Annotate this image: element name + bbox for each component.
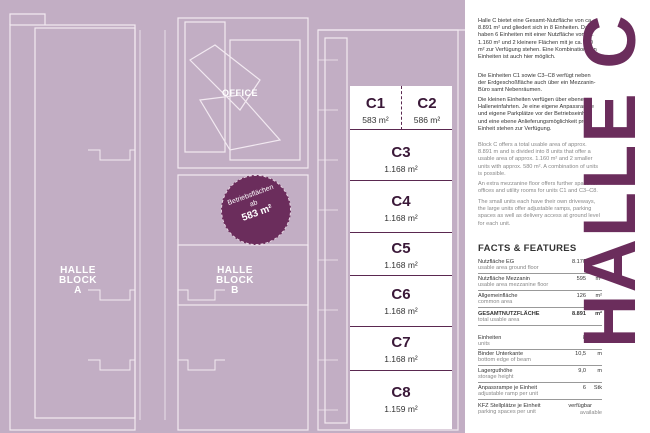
mezzanine-paragraph-en: An extra mezzanine floor offers further … <box>478 181 598 195</box>
access-paragraph-de: Die kleinen Einheiten verfügen über eben… <box>478 97 594 132</box>
fact-row: Binder Unterkante bottom edge of beam 10… <box>478 351 602 366</box>
fact-row: Anpassrampe je Einheit adjustable ramp p… <box>478 385 602 400</box>
unit-c8-area: 1.159 m² <box>384 404 418 414</box>
fact-value: 126 <box>576 293 586 299</box>
unit-c6-name: C6 <box>391 286 411 303</box>
unit-c7-area: 1.168 m² <box>384 354 418 364</box>
block-b-line1: HALLE <box>217 265 253 276</box>
fact-unit: available <box>579 410 602 416</box>
fact-label-en: total usable area <box>478 317 520 323</box>
fact-unit: Stk <box>593 385 602 391</box>
fact-row: Nutzfläche Mezzanin usable area mezzanin… <box>478 276 602 291</box>
unit-c5-area: 1.168 m² <box>384 260 418 270</box>
fact-row: Einheiten units 8 Stk <box>478 335 602 350</box>
fact-value: 8.891 <box>572 311 586 317</box>
unit-c2[interactable]: C2 586 m² <box>402 86 452 130</box>
fact-label-en: units <box>478 341 490 347</box>
block-b-line3: B <box>231 285 239 296</box>
fact-value: 8 <box>582 335 586 341</box>
fact-row: Lagerguthöhe storage height 9,0 m <box>478 368 602 383</box>
fact-label: Einheiten <box>478 335 502 341</box>
fact-label: Nutzfläche Mezzanin <box>478 276 530 282</box>
unit-c4[interactable]: C4 1.168 m² <box>350 181 452 233</box>
mezzanine-paragraph-de: Die Einheiten C1 sowie C3–C8 verfügt neb… <box>478 73 596 94</box>
fact-unit: m² <box>595 311 602 317</box>
unit-c7[interactable]: C7 1.168 m² <box>350 327 452 371</box>
fact-label: GESAMTNUTZFLÄCHE <box>478 311 540 317</box>
fact-label: Nutzfläche EG <box>478 259 515 265</box>
fact-value: 8.170 <box>572 259 586 265</box>
fact-label-en: common area <box>478 299 513 305</box>
unit-c5-name: C5 <box>391 240 411 257</box>
unit-c4-name: C4 <box>391 193 411 210</box>
fact-value: 6 <box>582 385 586 391</box>
block-b-line2: BLOCK <box>215 275 255 286</box>
unit-c3-name: C3 <box>391 144 411 161</box>
fact-value: 9,0 <box>578 368 586 374</box>
block-a-line3: A <box>74 285 82 296</box>
fact-label: Allgemeinfläche <box>478 293 518 299</box>
unit-c6-area: 1.168 m² <box>384 306 418 316</box>
fact-unit: m² <box>595 293 602 299</box>
fact-unit: Stk <box>593 335 602 341</box>
unit-c2-area: 586 m² <box>413 115 441 125</box>
unit-c8[interactable]: C8 1.159 m² <box>350 371 452 429</box>
fact-row: KFZ Stellplätze je Einheit parking space… <box>478 403 602 416</box>
unit-c5[interactable]: C5 1.168 m² <box>350 233 452 276</box>
fact-row: Nutzfläche EG usable area ground floor 8… <box>478 259 602 274</box>
unit-c2-name: C2 <box>417 95 437 112</box>
fact-row: Allgemeinfläche common area 126 m² <box>478 293 602 308</box>
fact-value: verfügbar <box>568 403 592 409</box>
access-paragraph-en: The small units each have their own driv… <box>478 199 600 227</box>
block-a-line2: BLOCK <box>58 275 98 286</box>
intro-paragraph-de: Halle C bietet eine Gesamt-Nutzfläche vo… <box>478 18 597 61</box>
unit-c7-name: C7 <box>391 334 411 351</box>
fact-row-total: GESAMTNUTZFLÄCHE total usable area 8.891… <box>478 311 602 326</box>
fact-label: Binder Unterkante <box>478 351 524 357</box>
fact-label-en: storage height <box>478 374 514 380</box>
fact-value: 595 <box>576 276 586 282</box>
fact-value: 10,5 <box>575 351 586 357</box>
fact-label-en: usable area mezzanine floor <box>478 282 549 288</box>
unit-c1[interactable]: C1 583 m² <box>350 86 402 130</box>
unit-c3[interactable]: C3 1.168 m² <box>350 130 452 181</box>
facts-title: FACTS & FEATURES <box>478 243 577 254</box>
block-a-line1: HALLE <box>60 265 96 276</box>
unit-c4-area: 1.168 m² <box>384 213 418 223</box>
fact-label-en: bottom edge of beam <box>478 357 531 363</box>
fact-label-en: usable area ground floor <box>478 265 539 271</box>
unit-c6[interactable]: C6 1.168 m² <box>350 276 452 327</box>
unit-c8-name: C8 <box>391 384 411 401</box>
unit-c3-area: 1.168 m² <box>384 164 418 174</box>
fact-label: Anpassrampe je Einheit <box>478 385 538 391</box>
fact-unit: m² <box>595 276 602 282</box>
fact-label: Lagerguthöhe <box>478 368 513 374</box>
site-plan-outlines <box>9 13 465 431</box>
info-panel <box>465 0 650 433</box>
hall-title: HALLE C <box>568 13 650 348</box>
block-b-label: HALLE BLOCK B <box>215 266 255 296</box>
unit-c1-area: 583 m² <box>362 115 389 125</box>
fact-label-en: parking spaces per unit <box>478 409 536 415</box>
fact-unit: m² <box>595 259 602 265</box>
intro-paragraph-en: Block C offers a total usable area of ap… <box>478 142 599 177</box>
fact-label: KFZ Stellplätze je Einheit <box>478 403 541 409</box>
office-label: OFFICE <box>222 88 258 98</box>
site-plan: OFFICE HALLE BLOCK A HALLE BLOCK B Betri… <box>9 13 465 431</box>
fact-unit: m <box>597 368 602 374</box>
fact-label-en: adjustable ramp per unit <box>478 391 539 397</box>
unit-c1-name: C1 <box>365 95 386 112</box>
fact-unit: m <box>597 351 602 357</box>
block-a-label: HALLE BLOCK A <box>58 266 98 296</box>
